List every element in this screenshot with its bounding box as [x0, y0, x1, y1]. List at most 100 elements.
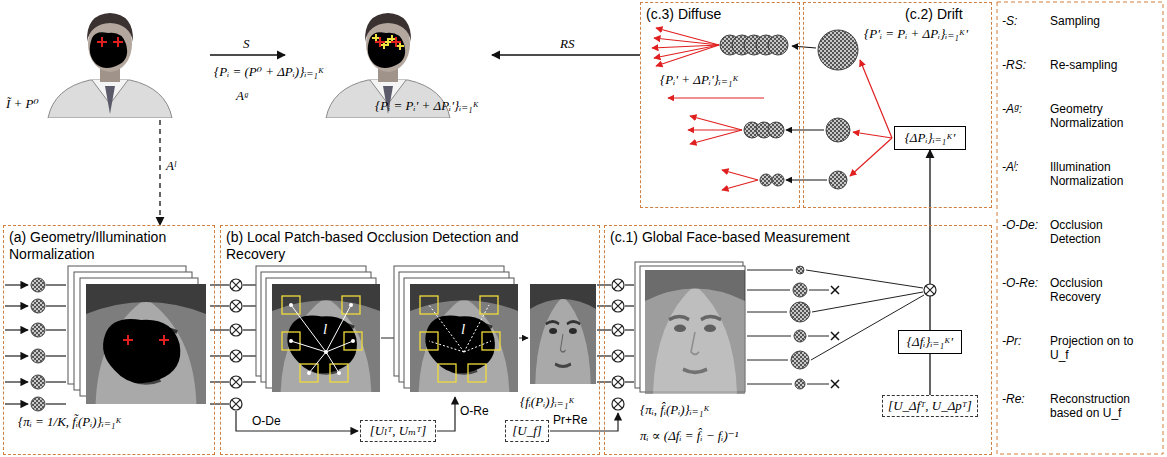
illustration-part: [688, 129, 742, 130]
illustration-part: [230, 300, 242, 312]
illustration-part: [747, 312, 787, 313]
illustration-part: [793, 283, 807, 297]
formula-text: {ΔPᵢ}ᵢ₌₁ᴷ': [905, 130, 956, 146]
legend-text: -Aˡ:: [1002, 160, 1018, 174]
legend-text: Re-sampling: [1050, 58, 1150, 72]
legend-text: -S:: [1002, 14, 1017, 28]
illustration-part: [282, 296, 300, 314]
illustration-part: [818, 30, 858, 70]
illustration-part: [795, 379, 805, 389]
illustration-part: [690, 116, 742, 130]
connector-arrow: [929, 150, 930, 330]
illustration-part: [654, 38, 719, 45]
illustration-part: [468, 364, 486, 382]
normalization-illustration: [5, 266, 229, 411]
illustration-part: [438, 364, 456, 382]
illustration-part: [243, 355, 256, 356]
label-text: O-De: [252, 414, 281, 428]
illustration-part: [289, 303, 293, 307]
illustration-part: [768, 35, 788, 55]
illustration-part: [326, 352, 339, 373]
illustration-part: [747, 360, 788, 361]
illustration-part: [792, 46, 816, 48]
illustration-part: [645, 270, 745, 394]
vector-box: {Δfᵢ}ᵢ₌₁ᴷ': [898, 330, 962, 354]
illustration-part: [612, 324, 624, 336]
illustration-part: [282, 296, 362, 382]
illustration-part: [243, 381, 256, 382]
illustration-part: [46, 381, 66, 382]
illustration-part: [46, 403, 66, 404]
illustration-part: [230, 350, 242, 362]
formula-text: {πᵢ, f̂ᵢ(Pᵢ)}ᵢ₌₁ᴷ: [640, 402, 710, 418]
connector-arrow: [159, 120, 160, 225]
legend-text: Occlusion Recovery: [1050, 276, 1150, 305]
illustration-part: [5, 285, 66, 404]
label-text: {Pᵢ = (P⁰ + ΔPᵢ)}ᵢ₌₁ᴷ: [214, 64, 324, 80]
formula-text: [Uₗᵀ, Uₘᵀ]: [370, 423, 427, 439]
illustration-part: [324, 350, 328, 354]
illustration-part: [300, 364, 318, 382]
stage-panel: (c.2) Drift {P'ᵢ = Pᵢ + ΔPᵢ}ᵢ₌₁ᴷ' {ΔPᵢ}ᵢ₌₁…: [803, 2, 992, 208]
illustration-part: [429, 305, 491, 352]
illustration-part: [625, 329, 634, 330]
illustration-part: [31, 349, 45, 363]
illustration-part: [656, 28, 719, 45]
label-text: Aᵍ: [236, 88, 248, 104]
illustration-part: [656, 45, 719, 66]
illustration-part: [103, 319, 180, 383]
edge-label: S: [243, 36, 250, 52]
illustration-part: [690, 130, 742, 144]
label-text: O-Re: [460, 404, 489, 418]
formula-text: {P'ᵢ = Pᵢ + ΔPᵢ}ᵢ₌₁ᴷ': [864, 26, 968, 42]
illustration-part: [46, 284, 66, 285]
illustration-part: [550, 413, 618, 431]
face-image: Ĩ + P⁰: [2, 2, 210, 120]
illustration-part: [289, 339, 293, 343]
illustration-part: [829, 171, 847, 189]
stage-panel: (a) Geometry/Illumination Normalization{…: [3, 225, 215, 455]
illustration-part: [326, 305, 351, 352]
legend-text: -Pr:: [1002, 334, 1021, 348]
formula-text: [U_f]: [512, 423, 542, 439]
illustration-part: [31, 299, 45, 313]
formula-text: {Δfᵢ}ᵢ₌₁ᴷ': [907, 334, 953, 350]
illustration-part: [289, 303, 355, 375]
illustration-part: [625, 284, 634, 285]
vector-box: {ΔPᵢ}ᵢ₌₁ᴷ': [894, 126, 966, 150]
formula-text: {Pᵢ' + ΔPᵢ'}ᵢ₌₁ᴷ: [660, 72, 739, 88]
illustration-part: [826, 118, 850, 142]
legend-text: Occlusion Detection: [1050, 218, 1150, 247]
illustration-part: [330, 364, 348, 382]
illustration-part: [807, 384, 829, 385]
edge-label: RS: [560, 36, 574, 52]
illustration-part: [46, 305, 66, 306]
illustration-part: [243, 285, 256, 382]
illustration-part: [772, 174, 784, 186]
legend-text: Geometry Normalization: [1050, 102, 1150, 131]
illustration-part: [90, 32, 127, 68]
illustration-part: [272, 284, 380, 392]
illustration-part: [243, 329, 256, 330]
illustration-part: [230, 324, 242, 336]
legend-text: -RS:: [1002, 58, 1026, 72]
illustration-part: [625, 355, 634, 356]
formula-text: {fᵢ(Pᵢ)}ᵢ₌₁ᴷ: [520, 394, 575, 410]
illustration-part: [344, 332, 362, 350]
illustration-part: [808, 336, 829, 337]
panel-heading: (c.2) Drift: [905, 6, 963, 23]
illustration-part: [812, 292, 923, 312]
illustration-part: [236, 285, 618, 431]
face-image: {Pᵢ = Pᵢ' + ΔPᵢ'}ᵢ₌₁ᴷ: [285, 2, 492, 120]
illustration-part: [747, 384, 792, 385]
illustration-part: [747, 270, 924, 384]
diffuse-illustration: [652, 28, 764, 190]
formula-text: {Pᵢ = Pᵢ' + ΔPᵢ'}ᵢ₌₁ᴷ: [375, 98, 479, 114]
illustration-part: [612, 350, 624, 362]
illustration-part: [429, 305, 464, 352]
illustration-part: [997, 2, 1163, 454]
legend-text: Projection on to U_f: [1050, 334, 1150, 363]
illustration-part: [625, 381, 634, 382]
particle-circles: [720, 30, 858, 189]
measurement-illustration: [612, 262, 924, 410]
